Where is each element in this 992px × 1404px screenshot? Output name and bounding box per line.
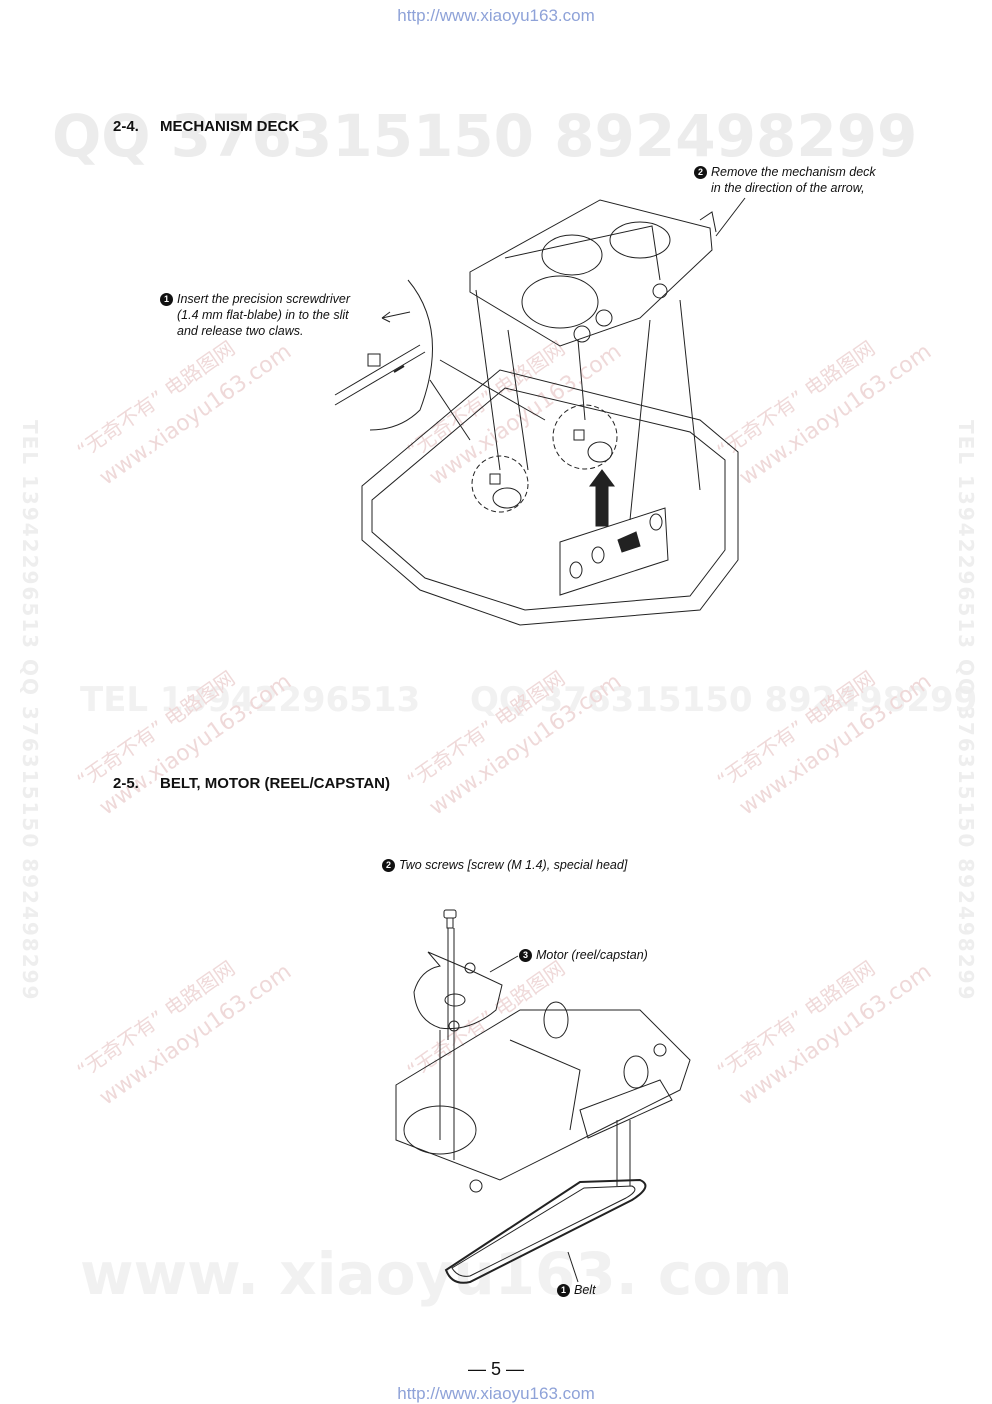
switch-slot xyxy=(618,532,640,552)
deck-knob xyxy=(574,326,590,342)
section-title: MECHANISM DECK xyxy=(160,118,300,135)
deck-reel xyxy=(522,276,598,328)
header-url[interactable]: http://www.xiaoyu163.com xyxy=(397,6,595,25)
detail-rail xyxy=(335,345,420,395)
deck-knob xyxy=(596,310,612,326)
belt-inner xyxy=(452,1186,635,1276)
deck-knob xyxy=(653,284,667,298)
screw-head xyxy=(444,910,456,918)
claw xyxy=(574,430,584,440)
deck-belt xyxy=(505,226,660,280)
callout-label: Motor (reel/capstan) xyxy=(536,948,648,962)
screw-shank xyxy=(447,918,453,928)
watermark-qq-top: QQ 376315150 892498299 xyxy=(52,102,918,170)
chassis-reel-hole xyxy=(404,1106,476,1154)
section-title: BELT, MOTOR (REEL/CAPSTAN) xyxy=(160,775,390,792)
claw-detail-circle xyxy=(553,405,617,469)
projection-line xyxy=(476,290,500,470)
cabinet-inner-wall xyxy=(372,388,725,610)
chassis-slider xyxy=(580,1080,672,1138)
callout-line: in the direction of the arrow, xyxy=(711,181,865,195)
step-badge: 2 xyxy=(694,166,707,179)
projection-line xyxy=(680,300,700,490)
footer-url[interactable]: http://www.xiaoyu163.com xyxy=(397,1384,595,1403)
callout-line: Remove the mechanism deck xyxy=(711,165,876,179)
detail-bubble-edge xyxy=(370,280,433,430)
callout-label: Two screws [screw (M 1.4), special head] xyxy=(399,858,628,872)
detail-rail xyxy=(335,352,425,405)
motor-post xyxy=(465,963,475,973)
callout-label: Belt xyxy=(574,1283,596,1297)
screwdriver-arrow xyxy=(382,312,410,318)
detail-leader xyxy=(430,380,470,440)
belt-outer xyxy=(446,1180,645,1283)
page-number: — 5 — xyxy=(467,1359,524,1379)
release-arrow xyxy=(394,366,404,372)
step-badge: 1 xyxy=(557,1284,570,1297)
chassis-spindle xyxy=(624,1056,648,1088)
section-heading-mechanism-deck: 2-4. MECHANISM DECK xyxy=(113,118,299,135)
section-number: 2-4. xyxy=(113,118,139,135)
step-badge: 3 xyxy=(519,949,532,962)
claw xyxy=(490,474,500,484)
section-number: 2-5. xyxy=(113,775,139,792)
section-heading-belt-motor: 2-5. BELT, MOTOR (REEL/CAPSTAN) xyxy=(113,775,390,792)
callout-belt: 1 Belt xyxy=(557,1282,596,1298)
claw-detail-circle xyxy=(472,456,528,512)
chassis-arm xyxy=(510,1040,580,1130)
detail-leader xyxy=(440,360,545,420)
motor-hub xyxy=(445,994,465,1006)
chassis-knob xyxy=(654,1044,666,1056)
motor-body xyxy=(414,952,502,1029)
callout-remove-deck: 2 Remove the mechanism deck in the direct… xyxy=(694,164,876,196)
jack-hole xyxy=(570,562,582,578)
detail-claw xyxy=(368,354,380,366)
chassis-spindle xyxy=(544,1002,568,1038)
screwdriver-arrow-head xyxy=(382,312,390,322)
callout-line: (1.4 mm flat-blabe) in to the slit xyxy=(177,308,349,322)
callout-leader xyxy=(568,1252,578,1282)
callout-two-screws: 2 Two screws [screw (M 1.4), special head… xyxy=(382,857,627,873)
boss-hole xyxy=(493,488,521,508)
step-badge: 2 xyxy=(382,859,395,872)
deck-flywheel xyxy=(610,222,670,258)
chassis-foot xyxy=(470,1180,482,1192)
projection-line xyxy=(508,330,528,470)
callout-line: Insert the precision screwdriver xyxy=(177,292,350,306)
watermark-qq-mid: QQ 376315150 892498299 xyxy=(470,680,978,720)
up-arrow xyxy=(590,470,614,526)
callout-insert-screwdriver: 1 Insert the precision screwdriver (1.4 m… xyxy=(160,291,350,339)
jack-hole xyxy=(650,514,662,530)
cabinet-outline xyxy=(362,370,738,625)
projection-line xyxy=(578,340,585,420)
jack-hole xyxy=(592,547,604,563)
watermark-tel-mid: TEL 13942296513 xyxy=(80,680,421,720)
step-badge: 1 xyxy=(160,293,173,306)
deck-post xyxy=(700,212,716,232)
watermark-www-bottom: www. xiaoyu163. com xyxy=(80,1240,793,1308)
projection-line xyxy=(630,320,650,520)
callout-motor: 3 Motor (reel/capstan) xyxy=(519,947,648,963)
deck-chassis xyxy=(470,200,712,346)
boss-hole xyxy=(588,442,612,462)
deck-reel xyxy=(542,235,602,275)
callout-leader xyxy=(490,956,518,972)
callout-leader xyxy=(716,198,745,236)
callout-line: and release two claws. xyxy=(177,324,304,338)
